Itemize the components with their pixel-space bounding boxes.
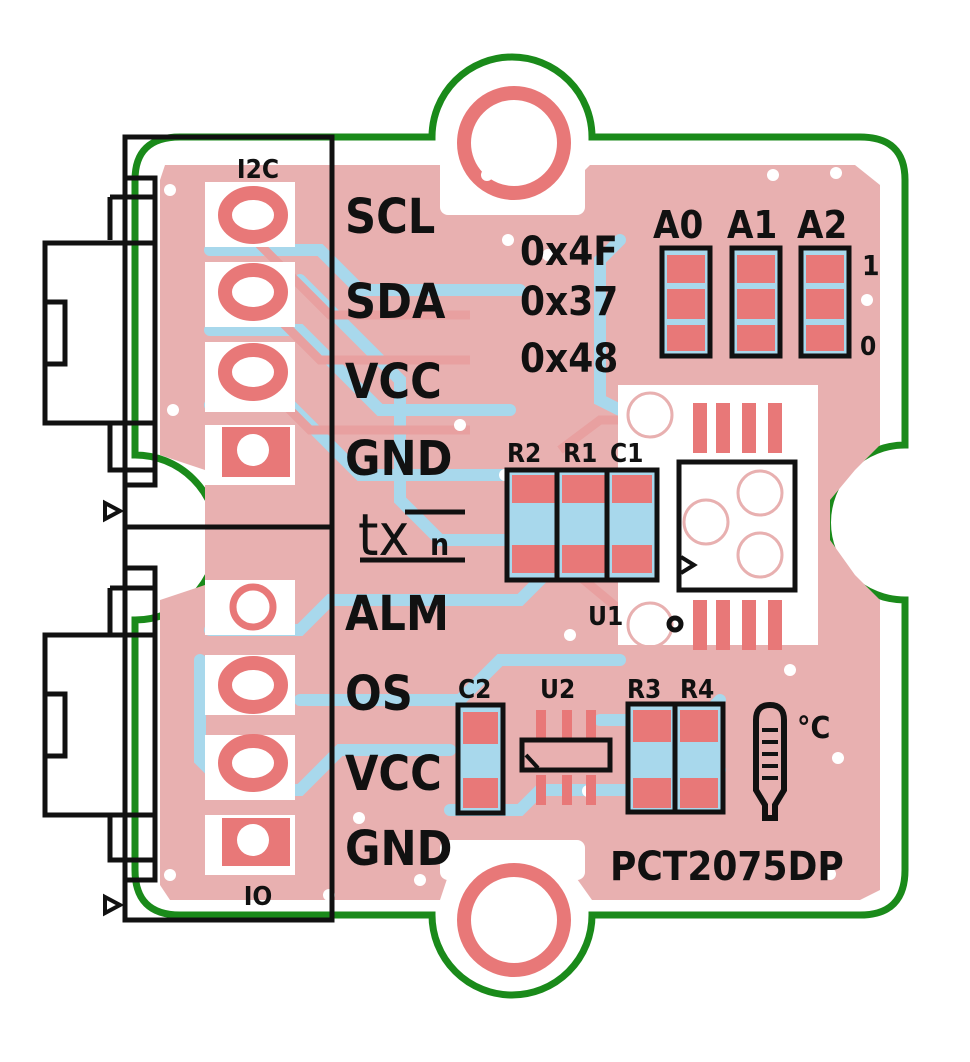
- io-connector-pins: [218, 583, 290, 866]
- pin-vcc-pad: [218, 343, 288, 401]
- logo-sub: n: [430, 528, 449, 563]
- jumper-high-label: 1: [862, 249, 880, 282]
- jumper-label-a1: A1: [727, 203, 777, 247]
- pin-label-vcc2: VCC: [345, 746, 442, 802]
- pin-os-pad: [218, 656, 288, 714]
- i2c-connector-outline: [42, 134, 335, 530]
- pin-label-vcc: VCC: [345, 354, 442, 410]
- label-r3: R3: [627, 675, 661, 705]
- u1-label: U1: [588, 602, 623, 632]
- pin-label-scl: SCL: [345, 189, 435, 245]
- jumper-label-a0: A0: [653, 203, 703, 247]
- label-r2: R2: [507, 439, 541, 469]
- i2c-label: I2C: [237, 155, 279, 185]
- pin-label-gnd: GND: [345, 431, 452, 487]
- pin-sda-pad: [218, 263, 288, 321]
- address-jumpers: A0 A1 A2 1 0: [653, 203, 880, 362]
- address-list: 0x4F 0x37 0x48: [520, 229, 618, 382]
- io-label: IO: [244, 882, 273, 912]
- label-c1: C1: [610, 439, 643, 469]
- pin-label-alm: ALM: [345, 586, 449, 642]
- pin-scl-pad: [218, 186, 288, 244]
- logo: tx n: [358, 501, 465, 569]
- label-r4: R4: [680, 675, 714, 705]
- pin1-marker-icon: [103, 499, 125, 523]
- pin1-marker-icon-2: [103, 893, 125, 917]
- part-number: PCT2075DP: [610, 844, 844, 890]
- pin-label-gnd2: GND: [345, 821, 452, 877]
- pin-label-os: OS: [345, 666, 413, 722]
- label-u2: U2: [540, 675, 575, 705]
- u1-pin1-marker-icon: [679, 555, 698, 575]
- label-r1: R1: [563, 439, 597, 469]
- address-2: 0x48: [520, 336, 618, 382]
- pin-labels: SCL SDA VCC GND ALM OS VCC GND: [345, 189, 452, 877]
- temperature-unit-label: °C: [797, 711, 830, 746]
- thermometer-icon: [753, 701, 787, 821]
- pin-label-sda: SDA: [345, 274, 446, 330]
- jumper-low-label: 0: [860, 332, 876, 362]
- u1-thermal-vias: [626, 391, 784, 649]
- u1-outline: [676, 459, 798, 593]
- clearance-bottom: [440, 840, 585, 880]
- component-group-r2-r1-c1: R2 R1 C1: [504, 439, 660, 583]
- jumper-a1[interactable]: [729, 245, 783, 359]
- pin-alm-pad: [229, 583, 277, 631]
- component-group-r3-r4: R3 R4: [625, 675, 726, 815]
- pin-vcc2-pad: [218, 734, 288, 792]
- address-0: 0x4F: [520, 229, 618, 275]
- u1-dot: [666, 615, 684, 633]
- u1-pads: [693, 403, 782, 650]
- label-c2: C2: [458, 675, 491, 705]
- jumper-a2[interactable]: [798, 245, 852, 359]
- component-u2: U2: [519, 675, 613, 805]
- io-connector-outline: [42, 524, 335, 923]
- jumper-label-a2: A2: [797, 203, 847, 247]
- i2c-connector-pins: [218, 186, 290, 477]
- address-1: 0x37: [520, 279, 618, 325]
- jumper-a0[interactable]: [659, 245, 713, 359]
- component-c2: C2: [455, 675, 506, 816]
- mounting-hole-bottom: [457, 863, 571, 977]
- mounting-hole-top: [457, 86, 571, 200]
- vias: [164, 147, 873, 901]
